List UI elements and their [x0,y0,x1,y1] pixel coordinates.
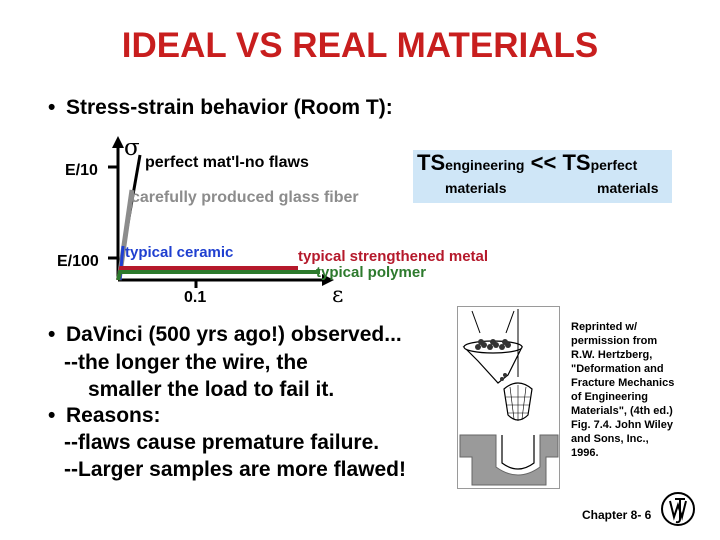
ts-label-perfect: materials [597,180,659,196]
chapter-footer: Chapter 8- 6 [582,508,652,522]
curve-polymer [116,270,320,281]
label-polymer: typical polymer [316,264,426,281]
credit-line: Fracture Mechanics [571,377,675,389]
bullet-text: Stress-strain behavior (Room T): [66,96,393,119]
credit-text: Reprinted w/ permission from R.W. Hertzb… [571,320,720,460]
bullet-reasons: • Reasons: [48,404,161,428]
bullet-dot: • [48,96,56,119]
page-title: IDEAL VS REAL MATERIALS [121,26,599,65]
y-axis-arrow [112,136,124,148]
ts-perfect: TS [562,150,591,175]
reasons-sub-2: --Larger samples are more flawed! [64,458,406,481]
bullet-text: Reasons: [66,404,161,427]
label-metal: typical strengthened metal [298,248,488,265]
bullet-stress-strain: • Stress-strain behavior (Room T): [48,96,393,120]
ts-operator: << [530,150,557,175]
reasons-sub-1: --flaws cause premature failure. [64,431,380,454]
ts-engineering-subscript: engineering [445,157,525,173]
credit-line: of Engineering [571,391,648,403]
credit-line: Reprinted w/ [571,321,638,333]
x-axis-symbol: ε [332,283,343,308]
label-ceramic: typical ceramic [125,244,233,261]
y-tick-high-label: E/10 [65,162,98,179]
label-glass-fiber: carefully produced glass fiber [131,189,359,206]
x-axis-arrow [322,274,334,286]
bullet-text: DaVinci (500 yrs ago!) observed... [66,323,402,346]
credit-line: permission from [571,335,658,347]
credit-line: 1996. [571,447,599,459]
credit-line: R.W. Hertzberg, [571,349,653,361]
credit-line: and Sons, Inc., [571,433,649,445]
ts-comparison-line: TSengineering << TSperfect [417,150,637,176]
credit-line: "Deformation and [571,363,664,375]
y-axis-symbol: σ [124,135,140,161]
wire-basket-figure [457,306,560,489]
y-tick-low-label: E/100 [57,253,99,270]
davinci-sub-2: smaller the load to fail it. [88,378,335,401]
wire-basket-test-figure-icon [459,309,559,486]
label-perfect: perfect mat'l-no flaws [145,154,309,171]
ts-perfect-subscript: perfect [590,157,638,173]
ts-label-engineering: materials [445,180,507,196]
stress-strain-diagram: σ ε E/10 E/100 0.1 perfect mat'l-no flaw… [57,135,488,308]
bullet-dot: • [48,323,56,346]
davinci-sub-1: --the longer the wire, the [64,351,308,374]
bullet-davinci: • DaVinci (500 yrs ago!) observed... [48,323,402,347]
ts-comparison-box: TSengineering << TSperfect materials mat… [413,150,672,203]
x-tick-label: 0.1 [184,289,206,306]
credit-line: Fig. 7.4. John Wiley [571,419,673,431]
bullet-dot: • [48,404,56,427]
ts-engineering: TS [417,150,446,175]
wiley-logo-icon [661,492,695,526]
credit-line: Materials", (4th ed.) [571,405,673,417]
